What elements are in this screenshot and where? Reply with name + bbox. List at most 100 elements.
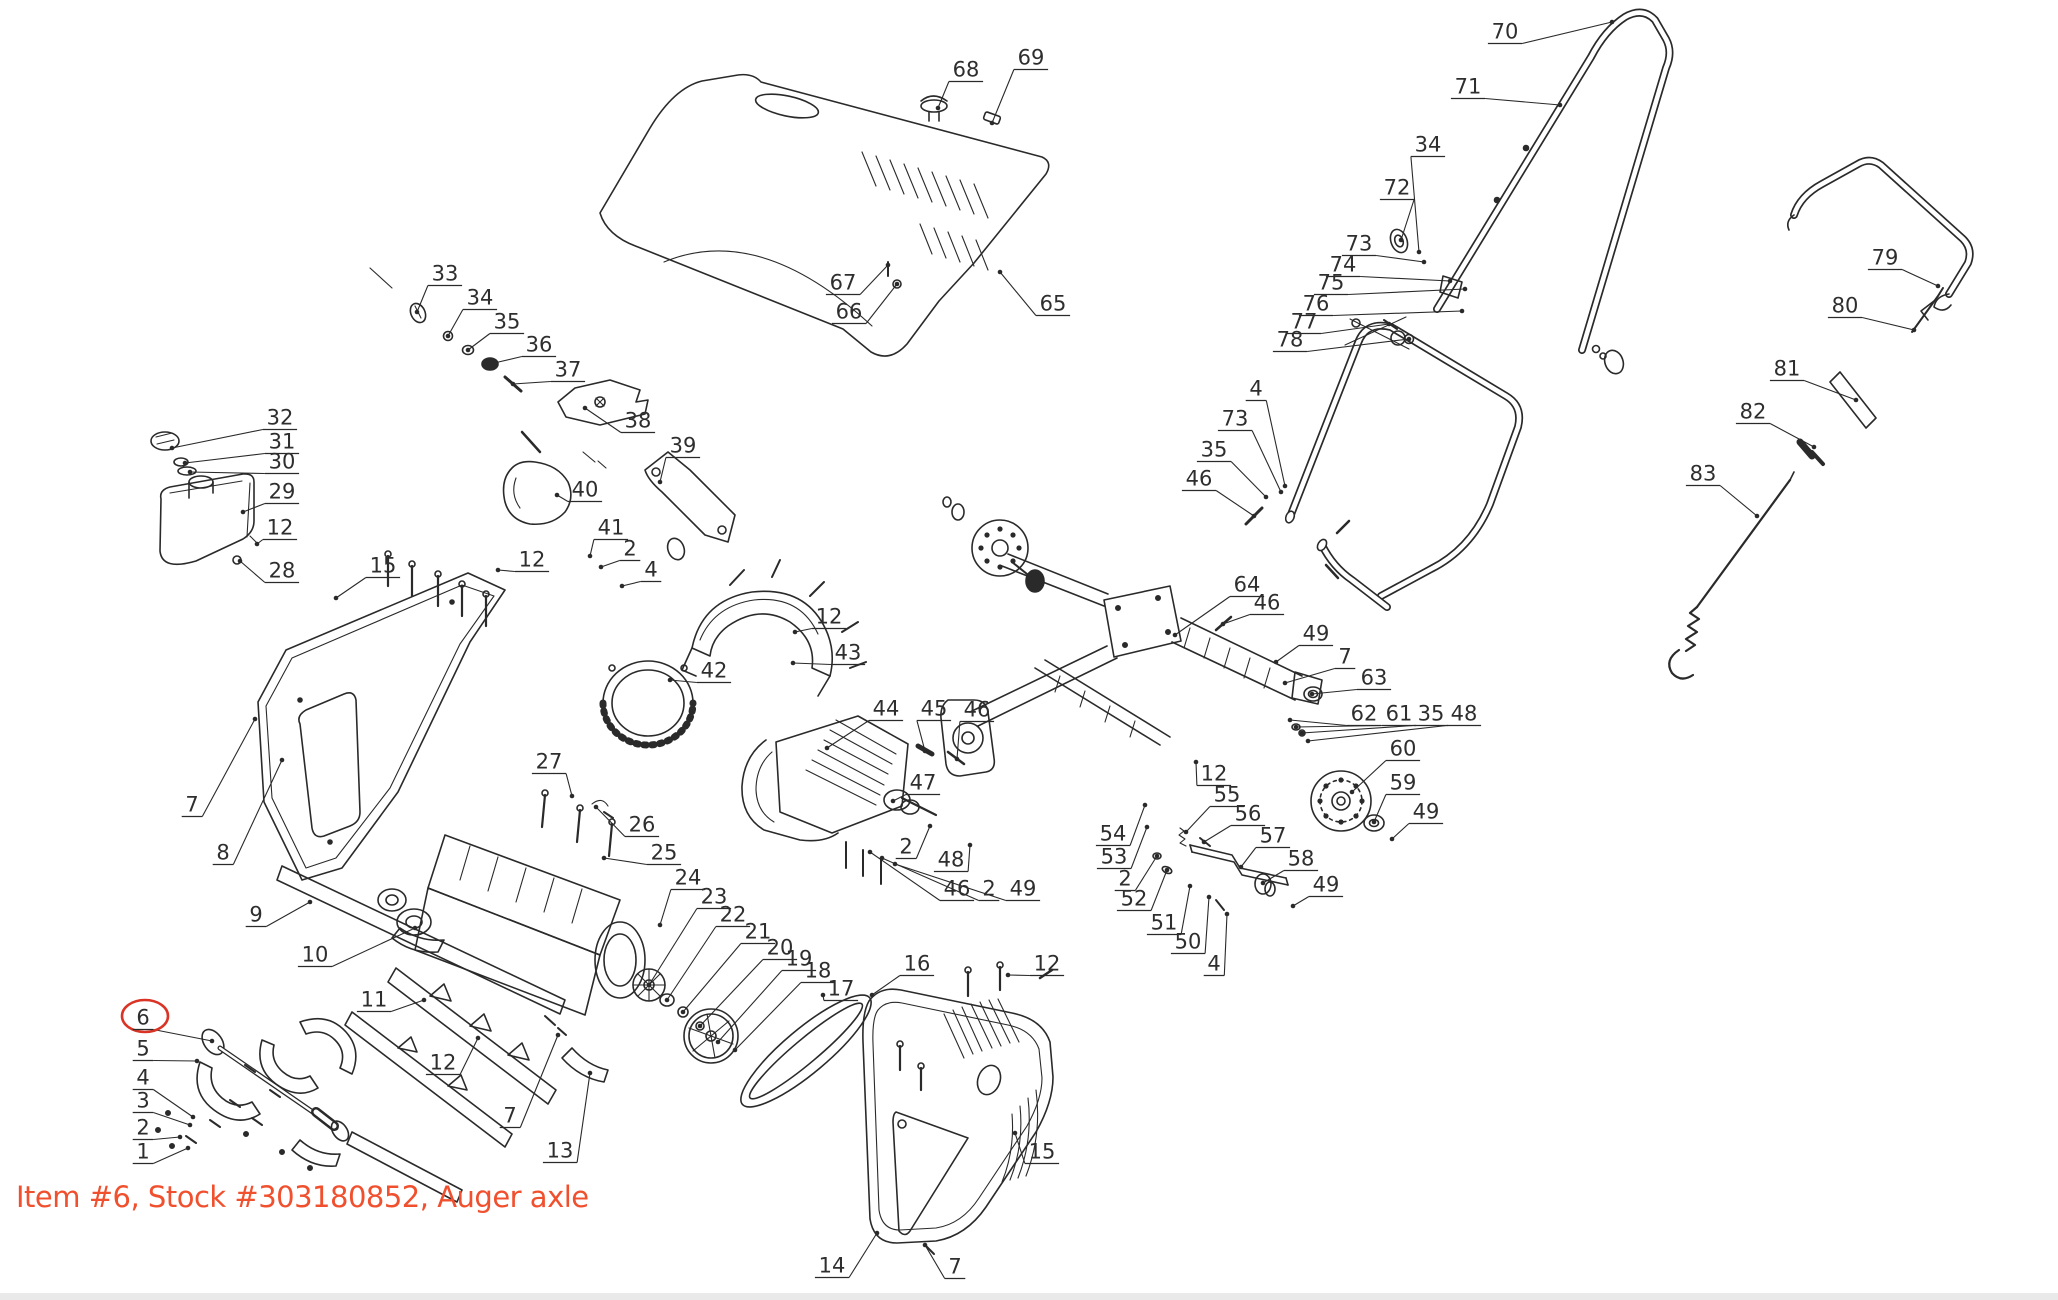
svg-text:80: 80 bbox=[1832, 294, 1859, 318]
svg-text:4: 4 bbox=[1249, 377, 1262, 401]
chute-ring bbox=[599, 660, 697, 749]
svg-text:7: 7 bbox=[503, 1104, 516, 1128]
part-label-34-7: 34 bbox=[1410, 133, 1446, 158]
part-label-42-73: 42 bbox=[696, 659, 732, 684]
svg-text:12: 12 bbox=[267, 516, 294, 540]
part-label-1-52: 1 bbox=[132, 1140, 154, 1165]
svg-text:46: 46 bbox=[944, 877, 971, 901]
part-label-60-94: 60 bbox=[1385, 737, 1421, 762]
part-label-19-65: 19 bbox=[781, 947, 817, 972]
svg-text:41: 41 bbox=[598, 516, 625, 540]
part-label-83-19: 83 bbox=[1685, 462, 1721, 487]
svg-text:2: 2 bbox=[982, 877, 995, 901]
svg-text:79: 79 bbox=[1872, 246, 1899, 270]
svg-text:22: 22 bbox=[720, 903, 747, 927]
svg-text:51: 51 bbox=[1151, 911, 1178, 935]
svg-text:8: 8 bbox=[216, 841, 229, 865]
svg-text:12: 12 bbox=[1201, 762, 1228, 786]
part-label-2-33: 2 bbox=[619, 537, 641, 562]
svg-text:62: 62 bbox=[1351, 702, 1378, 726]
part-label-61-91: 61 bbox=[1381, 702, 1417, 727]
svg-text:15: 15 bbox=[370, 554, 397, 578]
svg-text:30: 30 bbox=[269, 450, 296, 474]
svg-text:49: 49 bbox=[1303, 622, 1330, 646]
svg-text:31: 31 bbox=[269, 430, 296, 454]
svg-text:54: 54 bbox=[1100, 822, 1127, 846]
svg-text:74: 74 bbox=[1330, 253, 1357, 277]
svg-text:65: 65 bbox=[1040, 292, 1067, 316]
part-label-49-102: 49 bbox=[1308, 873, 1344, 898]
part-label-49-84: 49 bbox=[1005, 877, 1041, 902]
part-label-66-3: 66 bbox=[831, 300, 867, 325]
part-label-2-51: 2 bbox=[132, 1116, 154, 1141]
part-label-69-1: 69 bbox=[1013, 46, 1049, 71]
part-label-15-70: 15 bbox=[1024, 1140, 1060, 1165]
part-label-51-107: 51 bbox=[1146, 911, 1182, 936]
part-label-33-24: 33 bbox=[427, 262, 463, 287]
part-label-8-44: 8 bbox=[212, 841, 234, 866]
svg-text:11: 11 bbox=[361, 988, 388, 1012]
svg-text:21: 21 bbox=[745, 920, 772, 944]
svg-text:12: 12 bbox=[430, 1051, 457, 1075]
part-label-41-32: 41 bbox=[593, 516, 629, 541]
side-panel-right bbox=[862, 961, 1054, 1255]
svg-text:33: 33 bbox=[432, 262, 459, 286]
part-label-34-25: 34 bbox=[462, 286, 498, 311]
part-label-76-12: 76 bbox=[1298, 292, 1334, 317]
svg-text:35: 35 bbox=[1418, 702, 1445, 726]
svg-text:42: 42 bbox=[701, 659, 728, 683]
svg-text:49: 49 bbox=[1413, 800, 1440, 824]
svg-text:24: 24 bbox=[675, 866, 702, 890]
part-label-45-77: 45 bbox=[916, 697, 952, 722]
svg-text:18: 18 bbox=[805, 959, 832, 983]
chute-deflector bbox=[681, 559, 867, 697]
chute-bracket-38 bbox=[557, 379, 649, 426]
bottom-strip bbox=[0, 1293, 2058, 1300]
part-label-21-63: 21 bbox=[740, 920, 776, 945]
part-label-26-58: 26 bbox=[624, 813, 660, 838]
svg-text:12: 12 bbox=[519, 548, 546, 572]
part-label-25-59: 25 bbox=[646, 841, 682, 866]
part-label-10-46: 10 bbox=[297, 943, 333, 968]
part-label-75-11: 75 bbox=[1313, 271, 1349, 296]
svg-text:73: 73 bbox=[1222, 407, 1249, 431]
housing-left-panel bbox=[257, 550, 506, 881]
part-label-49-87: 49 bbox=[1298, 622, 1334, 647]
part-label-68-0: 68 bbox=[948, 58, 984, 83]
part-label-3-50: 3 bbox=[132, 1089, 154, 1114]
part-label-73-21: 73 bbox=[1217, 407, 1253, 432]
control-bail bbox=[1787, 156, 1974, 321]
svg-text:46: 46 bbox=[1254, 591, 1281, 615]
part-label-28-42: 28 bbox=[264, 559, 300, 584]
part-label-13-56: 13 bbox=[542, 1139, 578, 1164]
part-label-50-108: 50 bbox=[1170, 930, 1206, 955]
part-label-59-95: 59 bbox=[1385, 771, 1421, 796]
part-label-52-106: 52 bbox=[1116, 887, 1152, 912]
part-label-4-49: 4 bbox=[132, 1066, 154, 1091]
svg-text:72: 72 bbox=[1384, 176, 1411, 200]
svg-text:23: 23 bbox=[701, 885, 728, 909]
part-label-77-13: 77 bbox=[1286, 310, 1322, 335]
part-label-9-45: 9 bbox=[245, 903, 267, 928]
part-label-37-28: 37 bbox=[550, 358, 586, 383]
svg-text:12: 12 bbox=[816, 605, 843, 629]
svg-text:82: 82 bbox=[1740, 400, 1767, 424]
part-label-12-97: 12 bbox=[1196, 762, 1232, 787]
svg-text:56: 56 bbox=[1235, 802, 1262, 826]
chute-bracket-39 bbox=[582, 451, 736, 561]
svg-text:15: 15 bbox=[1029, 1140, 1056, 1164]
part-label-63-89: 63 bbox=[1356, 666, 1392, 691]
part-label-72-8: 72 bbox=[1379, 176, 1415, 201]
svg-text:55: 55 bbox=[1214, 783, 1241, 807]
part-label-71-6: 71 bbox=[1450, 75, 1486, 100]
part-label-6-47: 6 bbox=[120, 998, 170, 1034]
svg-text:14: 14 bbox=[819, 1254, 846, 1278]
lower-handle bbox=[1244, 275, 1524, 611]
part-label-64-85: 64 bbox=[1229, 573, 1265, 598]
svg-text:27: 27 bbox=[536, 750, 563, 774]
part-label-24-60: 24 bbox=[670, 866, 706, 891]
svg-text:50: 50 bbox=[1175, 930, 1202, 954]
part-label-16-68: 16 bbox=[899, 952, 935, 977]
part-label-4-34: 4 bbox=[640, 558, 662, 583]
